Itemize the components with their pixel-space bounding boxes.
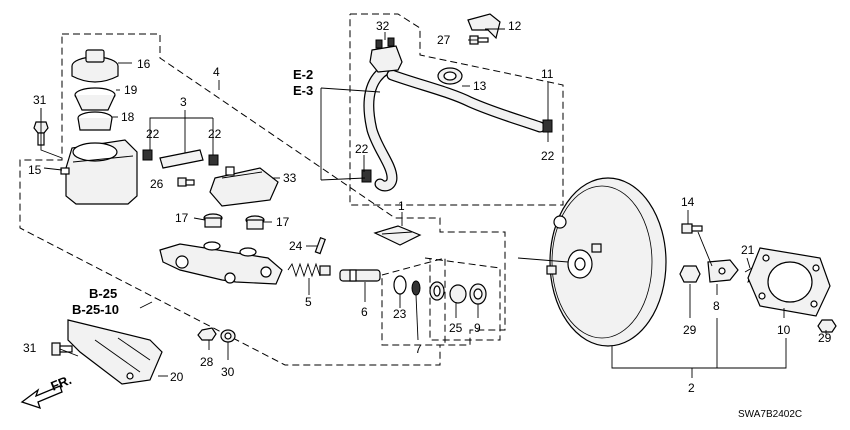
vacuum-hose — [363, 64, 546, 192]
reference-b25-10[interactable]: B-25-10 — [72, 302, 119, 317]
bolt-26 — [177, 177, 195, 187]
callout-26: 26 — [150, 177, 164, 191]
cross-references: E-2 E-3 B-25 B-25-10 — [72, 67, 313, 317]
reservoir-cap — [71, 49, 119, 83]
leader-lines — [40, 28, 827, 378]
callout-31-lower: 31 — [23, 341, 37, 355]
mounting-bracket — [67, 319, 163, 385]
pin-24 — [314, 236, 326, 255]
callout-17-left: 17 — [175, 211, 189, 225]
seal-kit — [373, 225, 422, 246]
callout-29-right: 29 — [818, 331, 832, 345]
callout-32: 32 — [376, 19, 390, 33]
reservoir-tank — [60, 139, 138, 205]
callout-2: 2 — [688, 381, 695, 395]
check-valve-13 — [437, 67, 463, 85]
callout-22-booster: 22 — [541, 149, 555, 163]
callout-8: 8 — [713, 299, 720, 313]
callout-17-right: 17 — [276, 215, 290, 229]
brake-booster — [517, 177, 667, 347]
callout-labels: 16 19 18 15 31 3 22 22 4 33 26 17 17 24 … — [23, 19, 832, 395]
callout-19: 19 — [124, 83, 138, 97]
callout-30: 30 — [221, 365, 235, 379]
callout-18: 18 — [121, 110, 135, 124]
piston-6 — [339, 269, 381, 282]
callout-5: 5 — [305, 295, 312, 309]
nut-29-right — [817, 319, 837, 333]
callout-31-upper: 31 — [33, 93, 47, 107]
callout-23: 23 — [393, 307, 407, 321]
callout-28: 28 — [200, 355, 214, 369]
callout-29-left: 29 — [683, 323, 697, 337]
assembly-outline-inner — [424, 257, 501, 341]
clamp-22-hose-right — [542, 119, 553, 133]
callout-1: 1 — [398, 199, 405, 213]
assembly-outline-left — [19, 33, 506, 366]
seal-9 — [469, 283, 487, 305]
bolt-14 — [681, 223, 703, 234]
callout-15: 15 — [28, 163, 42, 177]
reservoir-seal — [77, 111, 113, 131]
callout-13: 13 — [473, 79, 487, 93]
bolt-31-lower — [51, 342, 73, 356]
callout-7: 7 — [415, 342, 422, 356]
bracket-12 — [467, 13, 501, 40]
reservoir-hose — [142, 149, 219, 169]
o-ring-23 — [393, 275, 407, 295]
hose-joint-32 — [369, 37, 403, 73]
seal-25 — [429, 281, 445, 301]
callout-27: 27 — [437, 33, 451, 47]
callout-14: 14 — [681, 195, 695, 209]
callout-22-vacuum-hose: 22 — [355, 142, 369, 156]
master-cylinder-body — [159, 241, 283, 285]
callout-25: 25 — [449, 321, 463, 335]
callout-20: 20 — [170, 370, 184, 384]
clamp-22-hose-lower — [361, 169, 372, 183]
nut-29-left — [679, 265, 701, 283]
seal-cup — [449, 284, 467, 304]
reference-e3[interactable]: E-3 — [293, 83, 313, 98]
reservoir-filter — [74, 87, 116, 111]
callout-22-hose-right: 22 — [208, 127, 222, 141]
callout-9: 9 — [474, 321, 481, 335]
sub-reservoir — [209, 166, 279, 207]
callout-10: 10 — [777, 323, 791, 337]
callout-3: 3 — [180, 95, 187, 109]
callout-6: 6 — [361, 305, 368, 319]
callout-24: 24 — [289, 239, 303, 253]
grommet-17-left — [203, 213, 223, 228]
nut-28 — [197, 327, 217, 341]
callout-11: 11 — [541, 67, 554, 81]
seal-kit-outline — [381, 257, 446, 346]
spring-5 — [287, 262, 331, 278]
washer-30 — [220, 329, 236, 343]
seal-7 — [411, 280, 421, 296]
front-direction-arrow: FR. — [20, 372, 74, 410]
assembly-outline-top — [349, 13, 564, 206]
diagram-code: SWA7B2402C — [738, 409, 802, 420]
front-label: FR. — [49, 372, 74, 394]
clevis-8 — [707, 259, 739, 283]
callout-12: 12 — [508, 19, 522, 33]
callout-21: 21 — [741, 243, 755, 257]
grommet-17-right — [245, 215, 265, 230]
reference-b25[interactable]: B-25 — [89, 286, 117, 301]
gasket-10 — [747, 247, 831, 317]
callout-22-hose-left: 22 — [146, 127, 160, 141]
callout-16: 16 — [137, 57, 151, 71]
callout-33: 33 — [283, 171, 297, 185]
reference-e2[interactable]: E-2 — [293, 67, 313, 82]
callout-4: 4 — [213, 65, 220, 79]
